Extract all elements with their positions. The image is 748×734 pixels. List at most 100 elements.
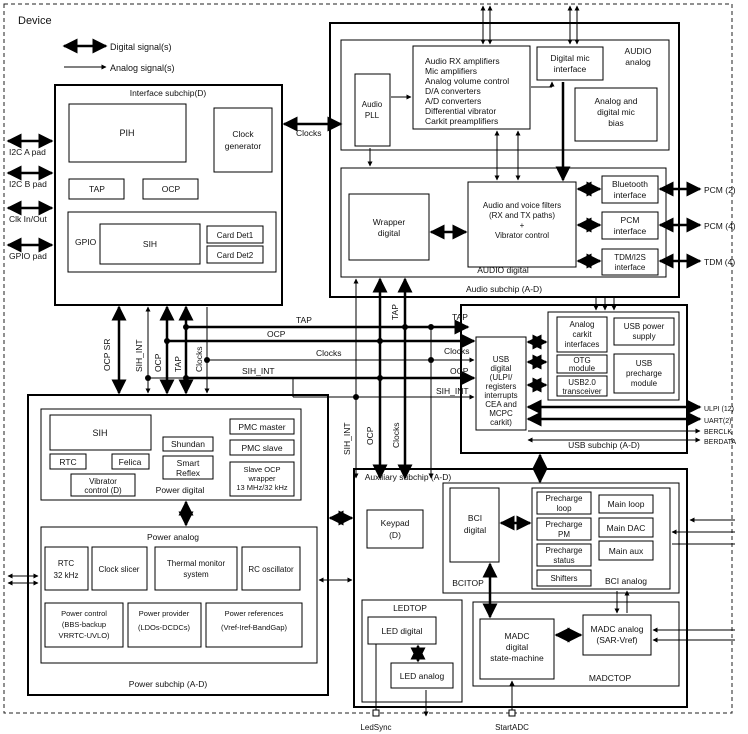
rx-list-3: D/A converters — [425, 86, 481, 96]
legend: Digital signal(s) Analog signal(s) — [62, 38, 175, 73]
bluetooth-block — [601, 175, 659, 204]
pcm-if-label-1: PCM — [621, 215, 640, 225]
audio-analog-box — [340, 39, 670, 151]
junction-dot — [377, 338, 383, 344]
clocks-link-label: Clocks — [296, 128, 322, 138]
pmc-master-block — [229, 418, 295, 435]
usb-digital-2: (ULPI/ — [490, 373, 513, 382]
audio-subchip: Audio subchip (A-D) AUDIO analog Audio P… — [329, 22, 680, 298]
audio-pll-label-1: Audio — [362, 100, 383, 109]
audio-filters-block — [467, 181, 577, 268]
usb-precharge-block — [613, 353, 675, 394]
wrapper-digital-block — [348, 193, 430, 261]
gpio-block — [67, 211, 277, 273]
power-refs-label-2: (Vref-Iref-BandGap) — [221, 623, 287, 632]
carkit-label-1: Analog — [570, 320, 595, 329]
smart-reflex-label-1: Smart — [177, 458, 200, 468]
pmc-slave-label: PMC slave — [241, 443, 282, 453]
tdm-if-label-1: TDM/I2S — [614, 253, 646, 262]
device-label: Device — [18, 15, 52, 27]
device-boundary — [3, 3, 733, 714]
audio-analog-label-1: AUDIO — [625, 46, 652, 56]
keypad-label-2: (D) — [389, 530, 401, 540]
i2c-a-label: I2C A pad — [9, 147, 46, 157]
sih-int-aux-label: SIH_INT — [342, 422, 352, 455]
clock-slicer-block — [91, 546, 148, 591]
pcm-if-label-2: interface — [614, 226, 647, 236]
berdata-label: BERDATA — [704, 439, 736, 446]
junction-dot — [145, 375, 151, 381]
tap-label: TAP — [89, 184, 105, 194]
interface-subchip: Interface subchip(D) PIH Clock generator… — [54, 84, 283, 306]
clock-generator-block — [213, 107, 273, 173]
precharge-status-1: Precharge — [546, 546, 583, 555]
pcm-interface-block — [601, 211, 659, 240]
carkit-label-3: interfaces — [565, 340, 600, 349]
precharge-label-2: precharge — [626, 369, 663, 378]
slave-ocp-label-2: wrapper — [247, 474, 276, 483]
pcm4-label: PCM (4) — [704, 221, 736, 231]
digital-mic-label-2: interface — [554, 64, 587, 74]
rx-list-1: Mic amplifiers — [425, 66, 477, 76]
keypad-block — [366, 509, 424, 549]
precharge-pm-2: PM — [558, 530, 570, 539]
otg-label-1: OTG — [573, 356, 590, 365]
rtc-block — [49, 453, 87, 470]
madc-digital-block — [479, 618, 555, 680]
clk-inout-label: Clk In/Out — [9, 214, 47, 224]
clocks-bus-label: Clocks — [316, 348, 342, 358]
power-provider-label-1: Power provider — [139, 609, 190, 618]
audio-pll-block — [354, 73, 391, 147]
usb-digital-3: registers — [486, 382, 517, 391]
rtc-label: RTC — [59, 457, 76, 467]
junction-dot — [402, 324, 408, 330]
main-dac-block — [598, 517, 654, 538]
bci-analog-box — [531, 487, 671, 590]
power-provider-label-2: (LDOs-DCDCs) — [138, 623, 191, 632]
tap-vertical-label: TAP — [173, 356, 183, 372]
usb-subchip: USB subchip (A-D) USB digital (ULPI/ reg… — [460, 304, 688, 454]
madc-label-3: state-machine — [490, 653, 544, 663]
led-digital-block — [367, 616, 437, 645]
thermal-label-2: system — [183, 570, 209, 579]
rx-amplifiers-block — [412, 45, 531, 130]
ocp-block — [142, 178, 199, 200]
pih-block — [68, 103, 187, 163]
usb-subchip-title: USB subchip (A-D) — [568, 440, 640, 450]
power-control-label-3: VRRTC-UVLO) — [58, 631, 110, 640]
power-provider-block — [127, 602, 202, 648]
clock-slicer-label: Clock slicer — [99, 565, 140, 574]
ocp-bus-label: OCP — [267, 329, 286, 339]
bluetooth-label-1: Bluetooth — [612, 179, 648, 189]
mic-bias-label-3: bias — [608, 118, 624, 128]
ledsync-label: LedSync — [360, 723, 391, 732]
tdm4-label: TDM (4) — [704, 257, 735, 267]
rc-oscillator-block — [241, 546, 301, 591]
madctop-box — [472, 601, 680, 687]
rtc32-block — [44, 546, 89, 591]
pcm2-label: PCM (2) — [704, 185, 736, 195]
tdm-if-label-2: interface — [615, 263, 646, 272]
carkit-block — [556, 316, 608, 353]
slave-ocp-block — [229, 461, 295, 497]
interface-subchip-title: Interface subchip(D) — [130, 88, 207, 98]
ocp-usb-label: OCP — [450, 366, 469, 376]
sih-int-bus-label: SIH_INT — [242, 366, 275, 376]
thermal-block — [154, 546, 238, 591]
mic-bias-block — [574, 87, 658, 142]
card-det2-block — [206, 245, 264, 264]
slave-ocp-label-1: Slave OCP — [243, 465, 280, 474]
power-external-io — [7, 510, 354, 586]
shifters-label: Shifters — [550, 574, 577, 583]
card-det1-label: Card Det1 — [217, 231, 254, 240]
power-control-block — [44, 602, 124, 648]
main-loop-block — [598, 494, 654, 514]
vibrator-block — [70, 473, 136, 497]
berclk-label: BERCLK — [704, 429, 732, 436]
madc-analog-label-1: MADC analog — [591, 624, 644, 634]
sih-int-usb-label: SIH_INT — [436, 386, 469, 396]
buses — [111, 277, 476, 480]
gpio-sih-label: SIH — [143, 239, 157, 249]
clock-generator-label-1: Clock — [232, 129, 254, 139]
